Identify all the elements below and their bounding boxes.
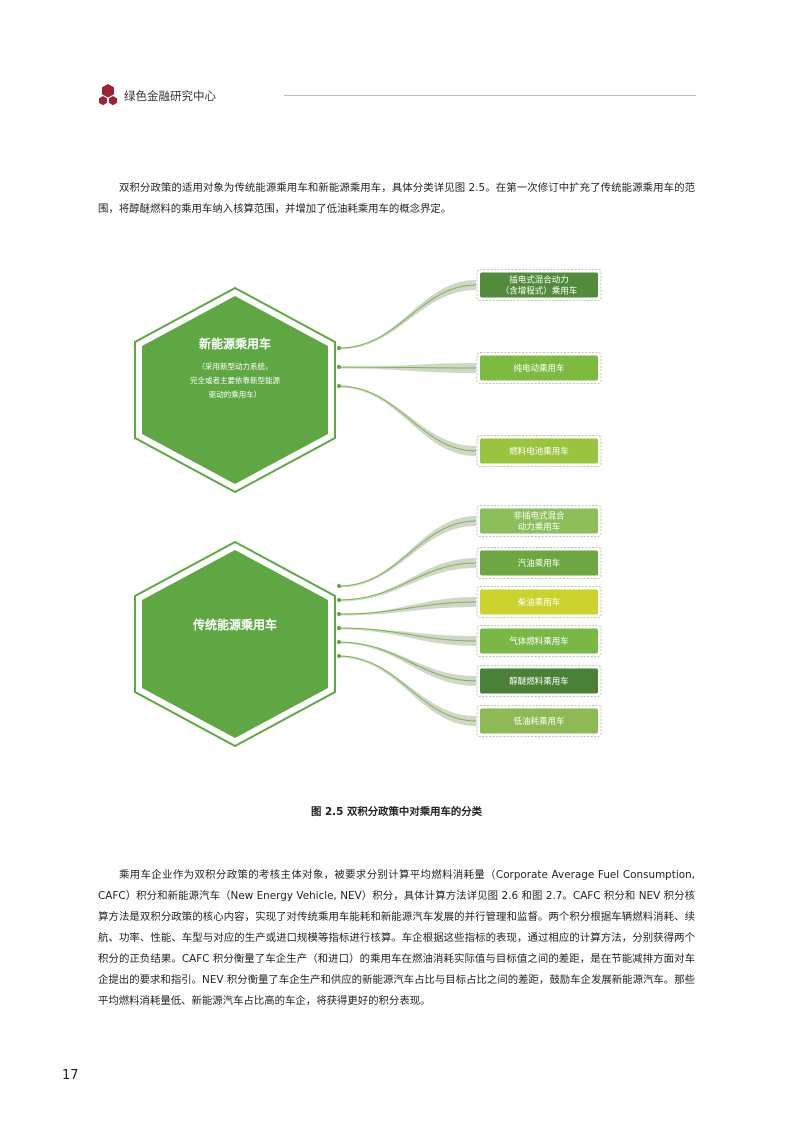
ice-category-box-2 <box>480 550 598 576</box>
nev-hexagon <box>142 296 328 484</box>
ice-connector-dot-6 <box>337 654 341 658</box>
ice-connector-6 <box>339 656 476 726</box>
ice-connector-line-4 <box>338 627 477 642</box>
nev-category-label-2-1: 纯电动乘用车 <box>513 363 564 374</box>
nev-category-box-border-2 <box>476 352 602 384</box>
nev-title: 新能源乘用车 <box>199 336 271 351</box>
nev-connector-dot-2 <box>337 365 341 369</box>
nev-category-label-1-2: （含增程式）乘用车 <box>501 286 578 297</box>
nev-category-label-3-1: 燃料电池乘用车 <box>509 446 569 457</box>
ice-title: 传统能源乘用车 <box>192 617 277 632</box>
nev-note-line-2: 完全或者主要依靠新型能源 <box>190 375 280 385</box>
ice-category-box-border-3 <box>476 586 602 618</box>
ice-connector-2 <box>339 558 476 602</box>
figure-caption: 图 2.5 双积分政策中对乘用车的分类 <box>310 806 483 818</box>
ice-connector-line-2 <box>338 562 477 601</box>
nev-hexagon-outer <box>134 286 336 494</box>
ice-connector-dot-3 <box>337 612 341 616</box>
ice-category-box-5 <box>480 668 598 694</box>
header-rule <box>284 95 696 96</box>
ice-category-box-3 <box>480 589 598 615</box>
intro-paragraph: 双积分政策的适用对象为传统能源乘用车和新能源乘用车，具体分类详见图 2.5。在第… <box>98 182 695 215</box>
ice-category-box-1 <box>480 508 598 534</box>
ice-category-label-1-1: 非插电式混合 <box>513 511 565 522</box>
page-header: 绿色金融研究中心 <box>98 84 696 108</box>
nev-category-box-2 <box>480 355 598 381</box>
classification-diagram: 新能源乘用车 （采用新型动力系统， 完全或者主要依靠新型能源 驱动的乘用车） 传… <box>134 269 602 748</box>
nev-connector-dot-3 <box>337 384 341 388</box>
nev-category-box-border-3 <box>476 435 602 467</box>
nev-connector-3 <box>339 386 476 456</box>
ice-category-box-border-1 <box>476 505 602 537</box>
ice-category-label-4-1: 气体燃料乘用车 <box>509 636 569 647</box>
ice-connector-5 <box>339 642 476 686</box>
nev-category-box-3 <box>480 438 598 464</box>
ice-category-box-border-5 <box>476 665 602 697</box>
hexagon-logo-icon <box>99 84 117 106</box>
ice-connector-line-1 <box>338 520 477 587</box>
nev-connector-dot-1 <box>337 346 341 350</box>
nev-note-line-1: （采用新型动力系统， <box>198 361 273 371</box>
ice-category-box-border-6 <box>476 705 602 737</box>
ice-connector-dot-4 <box>337 626 341 630</box>
ice-category-label-6-1: 低油耗乘用车 <box>513 716 564 727</box>
nev-category-box-border-1 <box>476 269 602 301</box>
nev-category-label-1-1: 插电式混合动力 <box>509 275 569 286</box>
ice-connector-dot-2 <box>337 598 341 602</box>
ice-category-box-border-2 <box>476 547 602 579</box>
nev-connector-line-3 <box>338 385 477 452</box>
ice-connector-line-3 <box>338 601 477 615</box>
ice-category-box-border-4 <box>476 625 602 657</box>
ice-hexagon <box>142 550 328 738</box>
ice-connector-line-6 <box>338 655 477 722</box>
ice-connector-4 <box>339 628 476 646</box>
ice-category-box-4 <box>480 628 598 654</box>
ice-connector-dot-1 <box>337 584 341 588</box>
ice-connector-dot-5 <box>337 640 341 644</box>
nev-connector-1 <box>339 280 476 350</box>
classification-figure: 新能源乘用车 （采用新型动力系统， 完全或者主要依靠新型能源 驱动的乘用车） 传… <box>98 238 695 768</box>
page-number: 17 <box>62 1068 79 1083</box>
body-paragraph: 乘用车企业作为双积分政策的考核主体对象，被要求分别计算平均燃料消耗量（Corpo… <box>98 869 695 1007</box>
ice-category-label-3-1: 柴油乘用车 <box>518 597 561 608</box>
nev-connector-line-2 <box>338 366 477 369</box>
ice-connector-1 <box>339 516 476 588</box>
ice-category-label-5-1: 醇醚燃料乘用车 <box>509 676 569 687</box>
nev-connector-line-1 <box>338 284 477 349</box>
ice-connector-3 <box>339 597 476 616</box>
ice-category-label-2-1: 汽油乘用车 <box>518 558 561 569</box>
ice-category-label-1-2: 动力乘用车 <box>518 522 561 533</box>
ice-category-box-6 <box>480 708 598 734</box>
nev-note-line-3: 驱动的乘用车） <box>209 389 262 399</box>
org-name: 绿色金融研究中心 <box>124 89 216 103</box>
nev-category-box-1 <box>480 272 598 298</box>
nev-connector-2 <box>339 363 476 373</box>
ice-connector-line-5 <box>338 641 477 682</box>
ice-hexagon-outer <box>134 540 336 748</box>
